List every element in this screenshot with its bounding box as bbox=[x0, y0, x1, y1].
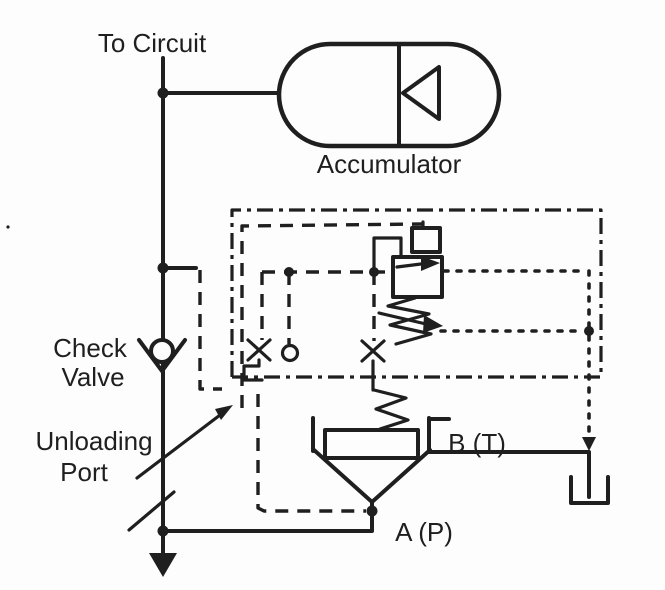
main-valve-poppet-cone bbox=[312, 448, 432, 504]
b-port-line bbox=[427, 450, 591, 499]
pilot-upper-box bbox=[410, 226, 442, 254]
callout-arrow-tail-tick bbox=[127, 490, 176, 532]
label-port: Port bbox=[60, 457, 108, 487]
pilot-flow-arrow-shaft bbox=[395, 262, 423, 269]
labels: To Circuit Accumulator Check Valve Unloa… bbox=[35, 28, 505, 547]
junction-dot bbox=[157, 262, 169, 274]
drain-dashed-run bbox=[198, 270, 222, 391]
enclosure-boundary bbox=[230, 208, 603, 513]
spring-adjust-arrow-shaft bbox=[377, 311, 428, 326]
main-poppet-valve-symbol bbox=[311, 388, 451, 504]
label-to-circuit: To Circuit bbox=[98, 28, 207, 58]
spring-adjust-arrowhead bbox=[423, 315, 443, 333]
junction-dot bbox=[366, 505, 378, 517]
main-valve-body bbox=[323, 428, 420, 460]
drain-jog-bracket bbox=[242, 358, 264, 382]
main-valve-spring bbox=[372, 388, 410, 431]
label-port-a: A (P) bbox=[395, 517, 453, 547]
label-unloading: Unloading bbox=[35, 426, 152, 456]
dashed-envelope-lower bbox=[256, 394, 366, 513]
label-accumulator: Accumulator bbox=[317, 149, 462, 179]
inlet-arrowhead bbox=[149, 553, 177, 577]
unloading-arrow bbox=[127, 405, 233, 532]
label-check: Check bbox=[53, 333, 128, 363]
supply-line bbox=[149, 56, 378, 577]
tank-symbol bbox=[569, 475, 610, 505]
junction-dot bbox=[584, 326, 594, 336]
callout-arrow-shaft bbox=[135, 410, 226, 480]
plugged-port-x-left bbox=[246, 338, 272, 362]
check-valve-ball bbox=[149, 338, 175, 364]
accumulator-symbol bbox=[276, 41, 502, 149]
tank-line bbox=[427, 450, 610, 505]
pilot-sense-bracket bbox=[372, 236, 403, 272]
pilot-main-box bbox=[391, 255, 444, 299]
junction-dot bbox=[284, 267, 294, 277]
junction-dot bbox=[157, 525, 169, 537]
junction-dot bbox=[157, 87, 169, 99]
pilot-flow-arrowhead bbox=[421, 256, 440, 271]
plugged-port-x-center bbox=[360, 339, 386, 363]
accumulator-shell bbox=[276, 41, 502, 149]
check-valve-symbol bbox=[137, 338, 187, 373]
dashed-envelope-upper bbox=[240, 222, 424, 408]
remote-pilot-lines bbox=[439, 269, 596, 451]
pilot-lines bbox=[242, 267, 393, 392]
label-port-b: B (T) bbox=[448, 428, 506, 458]
drain-line bbox=[161, 266, 222, 391]
flow-arrowhead-down bbox=[582, 437, 596, 451]
pilot-relief-valve-symbol bbox=[372, 220, 444, 346]
callout-arrowhead bbox=[215, 405, 233, 420]
accumulator-gas-triangle bbox=[401, 65, 441, 121]
check-valve-seat bbox=[137, 338, 187, 373]
vent-port-circle bbox=[280, 343, 300, 363]
bottom-line-to-A bbox=[161, 500, 374, 533]
scan-speck bbox=[6, 225, 10, 229]
junction-dot bbox=[369, 267, 379, 277]
dashdot-enclosure bbox=[230, 208, 603, 379]
label-valve: Valve bbox=[61, 362, 124, 392]
